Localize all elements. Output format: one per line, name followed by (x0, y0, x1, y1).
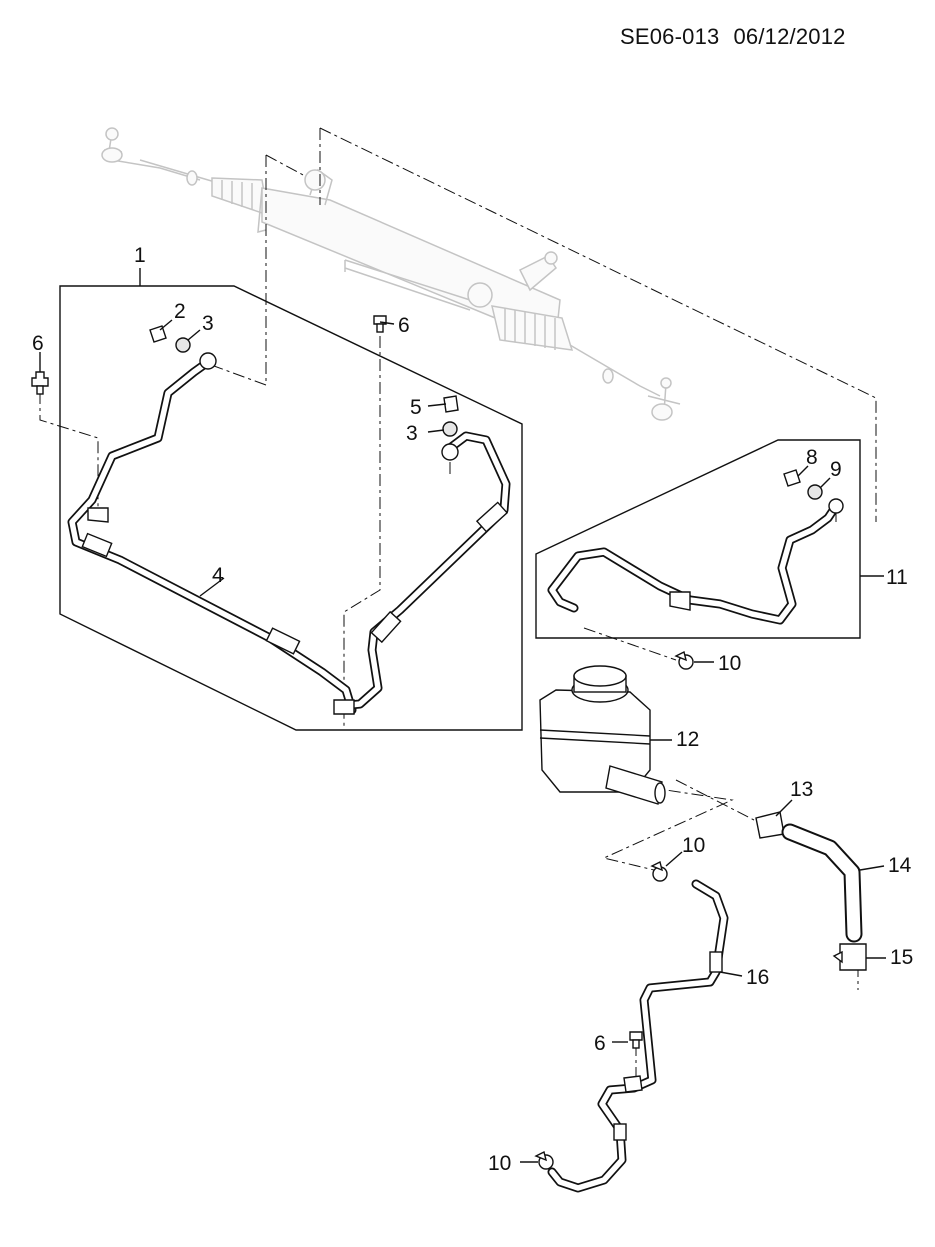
hose-16 (547, 879, 729, 1193)
clamp-10-bottom (534, 1150, 554, 1170)
callout-10-top: 10 (718, 652, 741, 675)
callout-5: 5 (410, 396, 422, 419)
bolt-6-center (373, 315, 387, 333)
washer-3-right (442, 421, 458, 437)
bolt-6-left (31, 371, 49, 395)
callout-2: 2 (174, 300, 186, 323)
clamp-10-top (674, 650, 694, 670)
callout-6-left: 6 (32, 332, 44, 355)
drawing-code: SE06-013 (620, 24, 720, 49)
callout-3-left: 3 (202, 312, 214, 335)
pipe-4-sleeve-a (81, 532, 113, 558)
callout-3-right: 3 (406, 422, 418, 445)
washer-3-left (175, 337, 191, 353)
reference-lines (39, 127, 877, 1078)
callout-11: 11 (886, 566, 908, 589)
hose-14 (781, 823, 863, 943)
leader-lines (39, 319, 886, 1163)
reservoir-12 (539, 665, 666, 805)
pressure-pipe-4 (67, 352, 357, 715)
callout-15: 15 (890, 946, 913, 969)
pipe-4-sleeve-b (265, 627, 301, 655)
callout-9: 9 (830, 458, 842, 481)
clamp-10-mid (650, 860, 668, 882)
bolt-2 (149, 325, 167, 343)
drawing-reference: SE06-013 06/12/2012 (620, 24, 846, 50)
bolt-5 (443, 395, 459, 413)
clamp-13 (755, 811, 785, 839)
callout-6-lower: 6 (594, 1032, 606, 1055)
callout-6-center: 6 (398, 314, 410, 337)
assembly-11-frame (535, 439, 861, 639)
bolt-8 (783, 469, 801, 487)
washer-9 (807, 484, 823, 500)
steering-rack-ghost (101, 127, 681, 421)
assembly-1-frame (59, 285, 523, 731)
callout-10-mid: 10 (682, 834, 705, 857)
bolt-6-lower (629, 1031, 643, 1049)
callout-13: 13 (790, 778, 813, 801)
callout-1: 1 (134, 244, 146, 267)
supply-pipe-11 (547, 498, 844, 625)
clamp-15 (832, 943, 867, 971)
callout-14: 14 (888, 854, 912, 877)
return-pipe (333, 431, 511, 715)
callout-12: 12 (676, 728, 699, 751)
callout-4: 4 (212, 564, 224, 587)
callout-16: 16 (746, 966, 769, 989)
callout-10-bottom: 10 (488, 1152, 511, 1175)
callout-8: 8 (806, 446, 818, 469)
drawing-date: 06/12/2012 (733, 24, 846, 49)
